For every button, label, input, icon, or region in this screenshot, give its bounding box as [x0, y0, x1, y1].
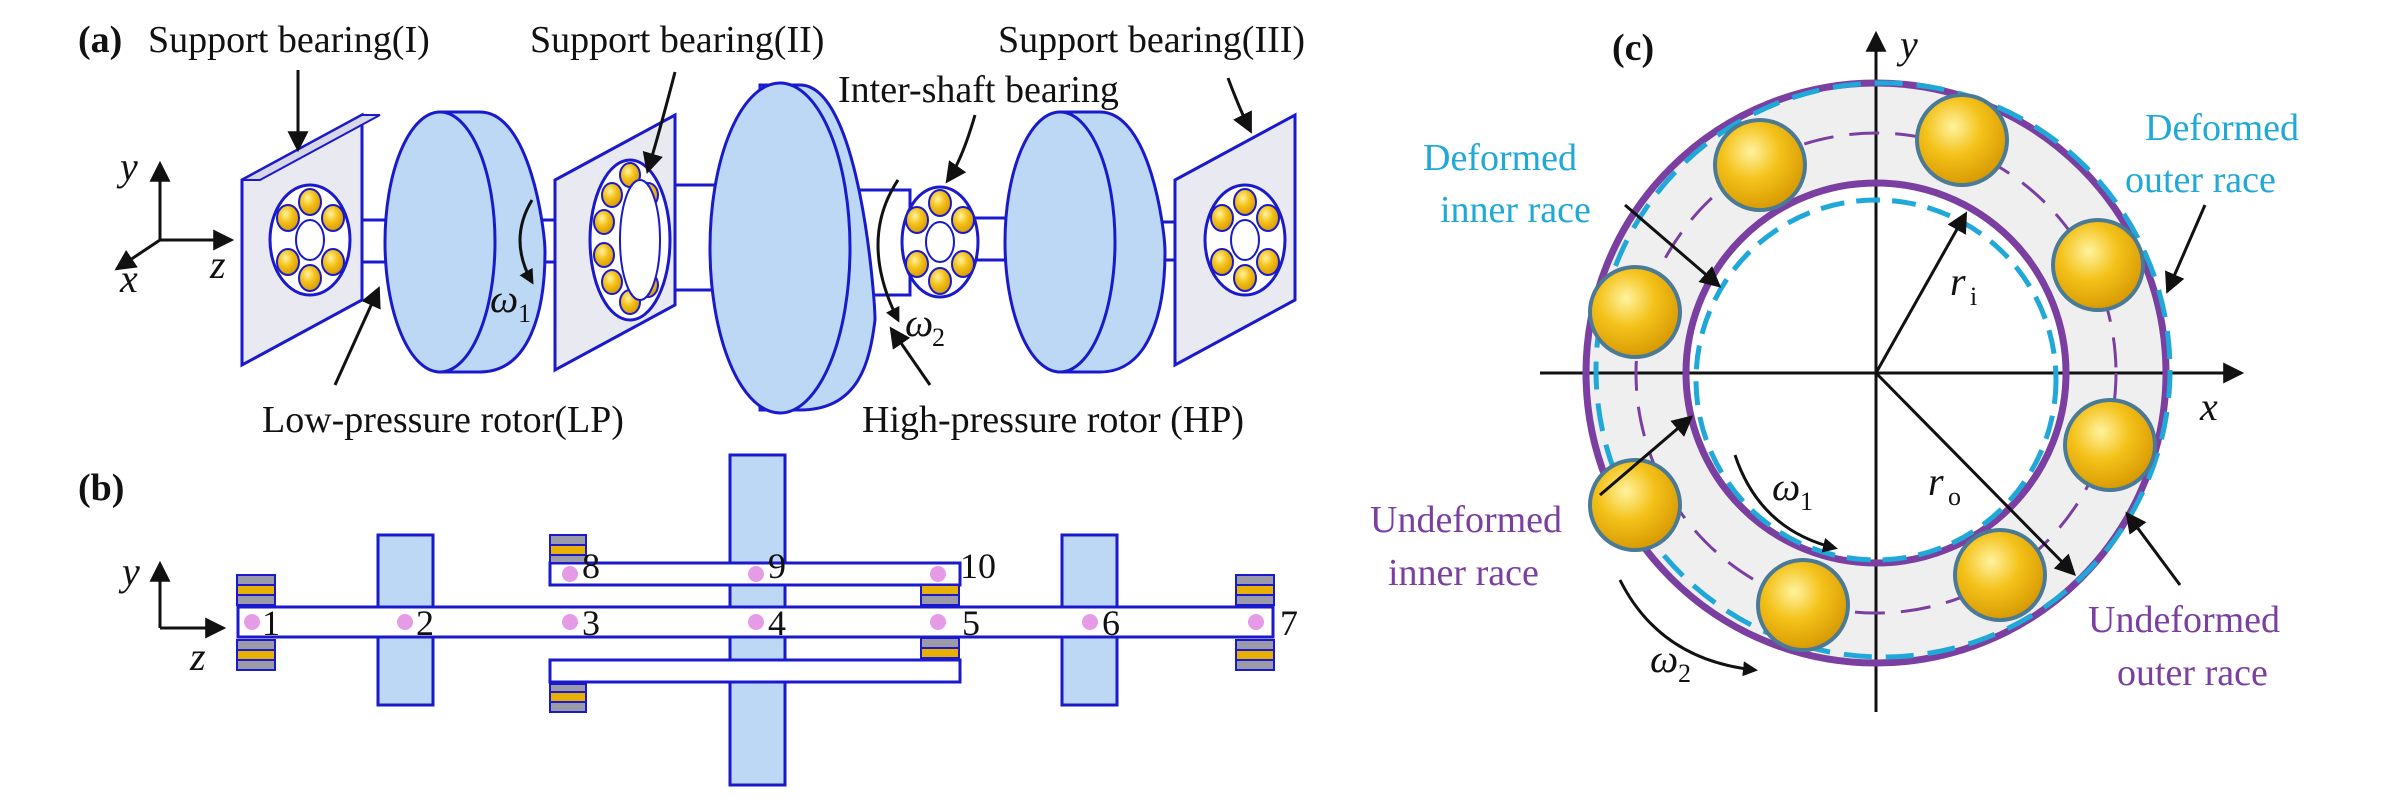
support-bearing-3 — [1173, 112, 1297, 368]
label-undeformed-inner-2: inner race — [1388, 552, 1539, 594]
node-label-2: 2 — [416, 603, 434, 643]
panel-b-tag: (b) — [78, 467, 124, 509]
label-undeformed-inner-1: Undeformed — [1370, 499, 1562, 541]
axis-label-y-c: y — [1896, 22, 1918, 67]
omega-subscript-2-c: 2 — [1678, 659, 1691, 688]
omega-symbol-2-c: ω — [1650, 636, 1678, 681]
lp-disk-2 — [1003, 110, 1167, 374]
pitch-circle — [1634, 131, 2118, 615]
lp-disk-1 — [383, 110, 547, 374]
ri-symbol: r — [1950, 259, 1966, 304]
rolling-balls — [1588, 93, 2157, 652]
axis-label-y: y — [116, 144, 138, 189]
bearing-ring — [1586, 83, 2166, 663]
rotation-omega2-c: ω 2 — [1618, 579, 1758, 688]
omega-subscript-2: 2 — [932, 323, 945, 352]
ro-subscript: o — [1948, 482, 1961, 511]
node-label-10: 10 — [960, 546, 996, 586]
panel-c-tag: (c) — [1612, 27, 1654, 69]
label-undeformed-outer-2: outer race — [2117, 652, 2268, 694]
support-bearing-2 — [553, 112, 677, 373]
label-deformed-inner-2: inner race — [1440, 189, 1591, 231]
axis-label-y-b: y — [118, 549, 140, 594]
rotation-omega2-a: ω 2 — [876, 179, 945, 352]
axis-triad-b: y z — [118, 549, 227, 679]
omega-symbol-2: ω — [905, 300, 933, 345]
label-hp-rotor: High-pressure rotor (HP) — [862, 399, 1244, 441]
deformed-inner-race — [1693, 197, 2059, 563]
label-support-bearing-1: Support bearing(I) — [148, 19, 430, 61]
node-label-9: 9 — [768, 546, 786, 586]
node-label-7: 7 — [1280, 603, 1298, 643]
label-deformed-inner-1: Deformed — [1423, 137, 1577, 179]
node-label-6: 6 — [1102, 603, 1120, 643]
rotation-omega1-a: ω 1 — [490, 199, 534, 328]
ro-symbol: r — [1928, 459, 1944, 504]
support-bearing-1 — [240, 112, 381, 368]
axis-label-x-c: x — [2199, 384, 2218, 429]
label-support-bearing-2: Support bearing(II) — [530, 19, 824, 61]
panel-c: (c) y x r — [1370, 22, 2299, 712]
node-label-8: 8 — [582, 546, 600, 586]
label-support-bearing-3: Support bearing(III) — [998, 19, 1305, 61]
node-label-1: 1 — [262, 603, 280, 643]
node-label-3: 3 — [582, 603, 600, 643]
axis-label-z-b: z — [189, 634, 206, 679]
undeformed-inner-race — [1682, 179, 2070, 567]
panel-a: (a) Support bearing(I) Support bearing(I… — [78, 19, 1305, 441]
omega-subscript-1-c: 1 — [1800, 487, 1813, 516]
label-undeformed-outer-1: Undeformed — [2088, 599, 2280, 641]
bearing-blocks-b — [236, 534, 1275, 713]
node-label-5: 5 — [962, 603, 980, 643]
label-deformed-outer-2: outer race — [2125, 159, 2276, 201]
axis-triad-a: y z x — [114, 144, 235, 301]
axes-c: y x — [1540, 22, 2245, 712]
radius-arrows: r i r o — [1874, 211, 2076, 576]
deformed-outer-race — [1593, 80, 2173, 660]
omega-symbol-1: ω — [490, 276, 518, 321]
label-inter-shaft-bearing: Inter-shaft bearing — [838, 69, 1119, 111]
label-deformed-outer-1: Deformed — [2145, 107, 2299, 149]
omega-subscript-1: 1 — [518, 299, 531, 328]
axis-label-x: x — [119, 256, 138, 301]
node-dots-b — [244, 566, 1264, 630]
axis-label-z: z — [209, 242, 226, 287]
inter-shaft-bearing — [900, 185, 980, 299]
rotation-omega1-c: ω 1 — [1733, 454, 1838, 553]
pointer-arrows-c — [1599, 203, 2207, 586]
panel-a-tag: (a) — [78, 19, 122, 61]
label-lp-rotor: Low-pressure rotor(LP) — [262, 399, 624, 441]
hp-disk — [708, 81, 877, 415]
pointer-arrows-a — [287, 70, 1252, 386]
panel-b: (b) y z — [78, 453, 1298, 787]
node-label-4: 4 — [768, 603, 786, 643]
hp-shaft-bottom-b — [548, 658, 962, 684]
omega-symbol-1-c: ω — [1772, 464, 1800, 509]
ri-subscript: i — [1970, 282, 1977, 311]
